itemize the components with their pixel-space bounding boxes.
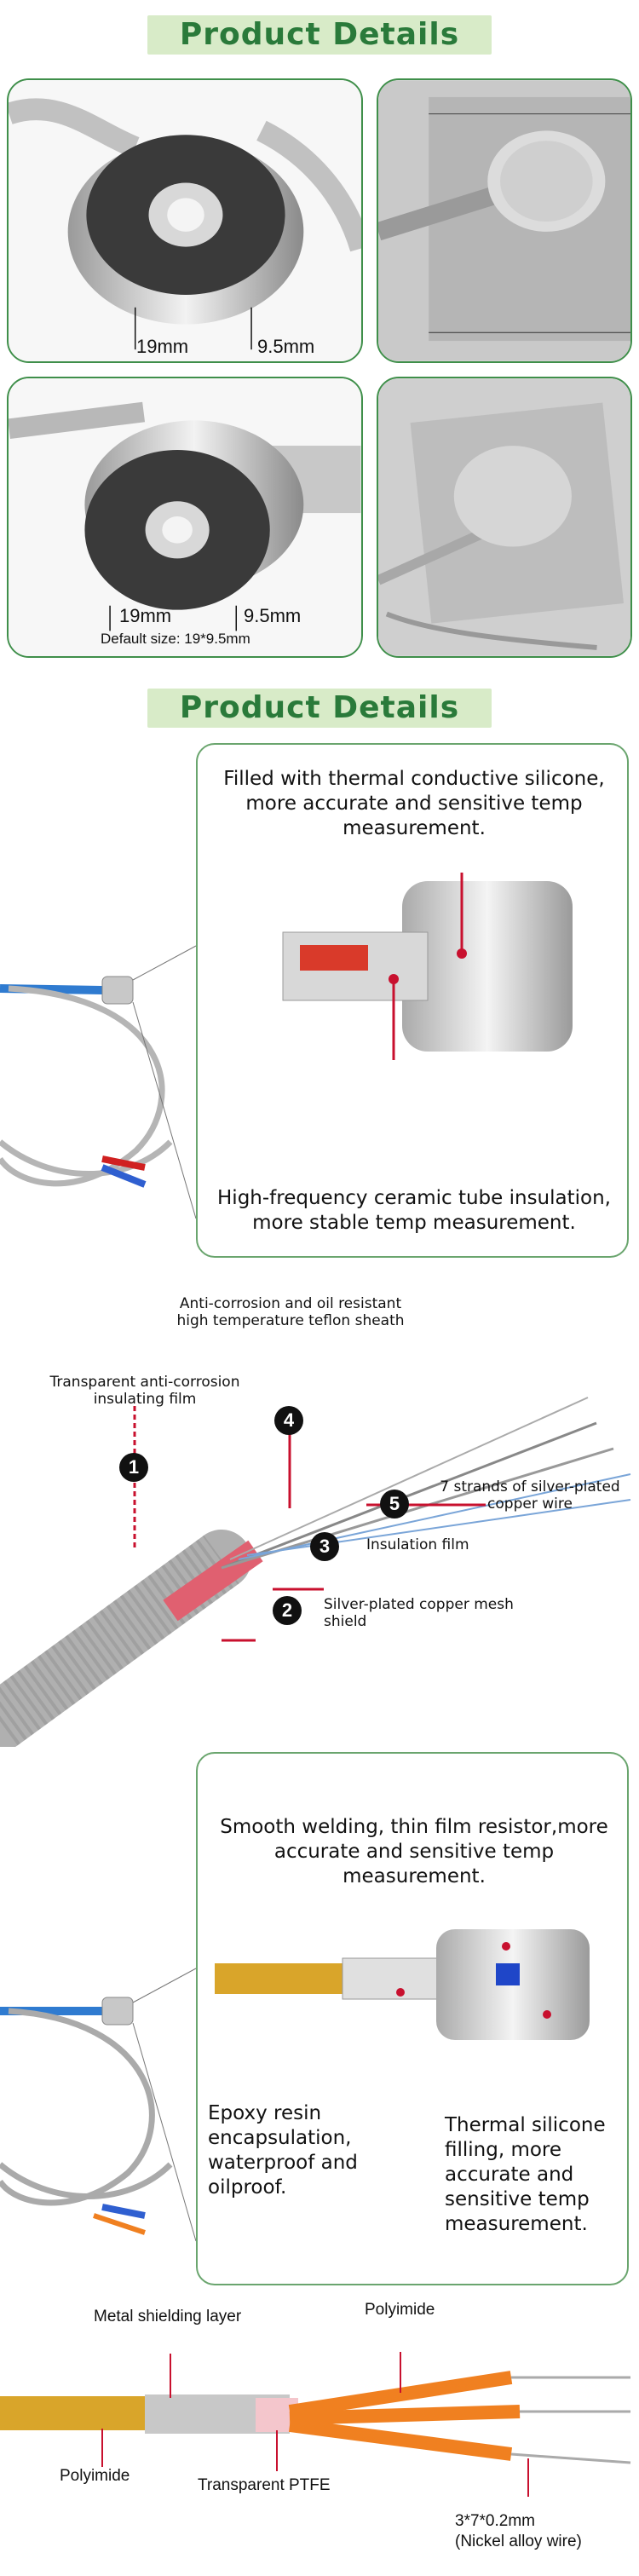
callout2-right-text: Thermal silicone filling, more accurate … [445,2114,606,2235]
photo-sensor-ruler-side [377,78,632,363]
sensor-braided-illustration [9,378,361,656]
sensor-cutaway-illustration [282,873,573,1060]
default-size-caption: Default size: 19*9.5mm [101,631,250,647]
label-mesh-shield: Silver-plated copper mesh shield [324,1596,514,1630]
cable-coil-illustration-2 [0,1968,197,2242]
callout-box-thin-film: Smooth welding, thin film resistor,more … [196,1752,629,2285]
section-banner-2: Product Details [147,689,492,728]
label-teflon-sheath: Anti-corrosion and oil resistant high te… [176,1295,405,1329]
bottom-cable-illustration [0,2352,631,2497]
label-polyimide-top: Polyimide [365,2301,435,2319]
label-transparent-film: Transparent anti-corrosion insulating fi… [49,1374,240,1408]
photo-sensor-braided: 19mm 9.5mm Default size: 19*9.5mm [7,377,363,658]
marker-3: 3 [310,1532,339,1561]
label-alloy-size: 3*7*0.2mm [455,2512,535,2530]
dimension-9-5mm-2: 9.5mm [244,605,302,626]
label-polyimide-bottom: Polyimide [60,2467,130,2485]
sensor-back-illustration [378,378,630,656]
marker-1: 1 [119,1453,148,1482]
photo-sensor-top-view: 19mm 9.5mm [7,78,363,363]
photo-sensor-ruler-back [377,377,632,658]
cable-coil-illustration-1 [0,945,197,1219]
cable-cross-section-illustration [0,1397,631,1747]
label-insulation-film: Insulation film [366,1536,469,1553]
dimension-9-5mm: 9.5mm [257,336,315,357]
sensor-top-illustration [9,80,361,361]
section-title-1: Product Details [179,17,460,52]
dimension-19mm: 19mm [136,336,189,357]
label-copper-wire: 7 strands of silver-plated copper wire [440,1478,620,1513]
callout2-left-text: Epoxy resin encapsulation, waterproof an… [208,2102,358,2199]
section-title-2: Product Details [179,690,460,725]
callout-top-text: Filled with thermal conductive silicone,… [223,768,605,839]
label-transparent-ptfe: Transparent PTFE [198,2476,331,2494]
dimension-19mm-2: 19mm [119,605,172,626]
callout2-top-text: Smooth welding, thin film resistor,more … [220,1816,608,1887]
sensor-ruler-illustration [378,80,630,361]
section-banner-1: Product Details [147,15,492,55]
label-metal-shielding: Metal shielding layer [94,2308,242,2325]
marker-5: 5 [380,1490,409,1519]
marker-2: 2 [273,1596,302,1625]
callout-box-sensor-internals: Filled with thermal conductive silicone,… [196,743,629,1258]
marker-4: 4 [274,1406,303,1435]
thin-film-sensor-illustration [215,1929,590,2040]
label-alloy-type: (Nickel alloy wire) [455,2533,582,2550]
callout-bottom-text: High-frequency ceramic tube insulation, … [217,1187,611,1234]
